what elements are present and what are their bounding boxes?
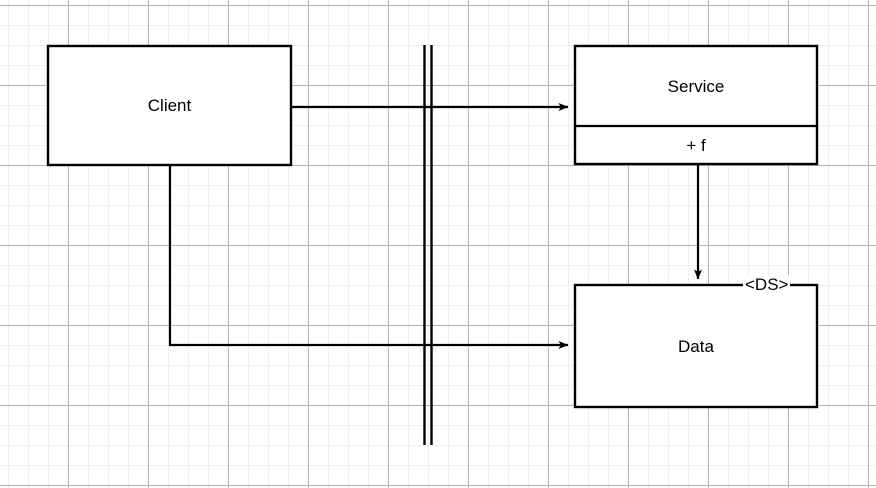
node-service[interactable] [573, 44, 819, 166]
node-data-stereotype-label: <DS> [743, 275, 791, 295]
node-data[interactable] [573, 283, 819, 409]
edge-client-to-data[interactable] [168, 165, 569, 349]
process-boundary-divider[interactable] [423, 45, 433, 445]
node-client[interactable] [46, 44, 293, 167]
